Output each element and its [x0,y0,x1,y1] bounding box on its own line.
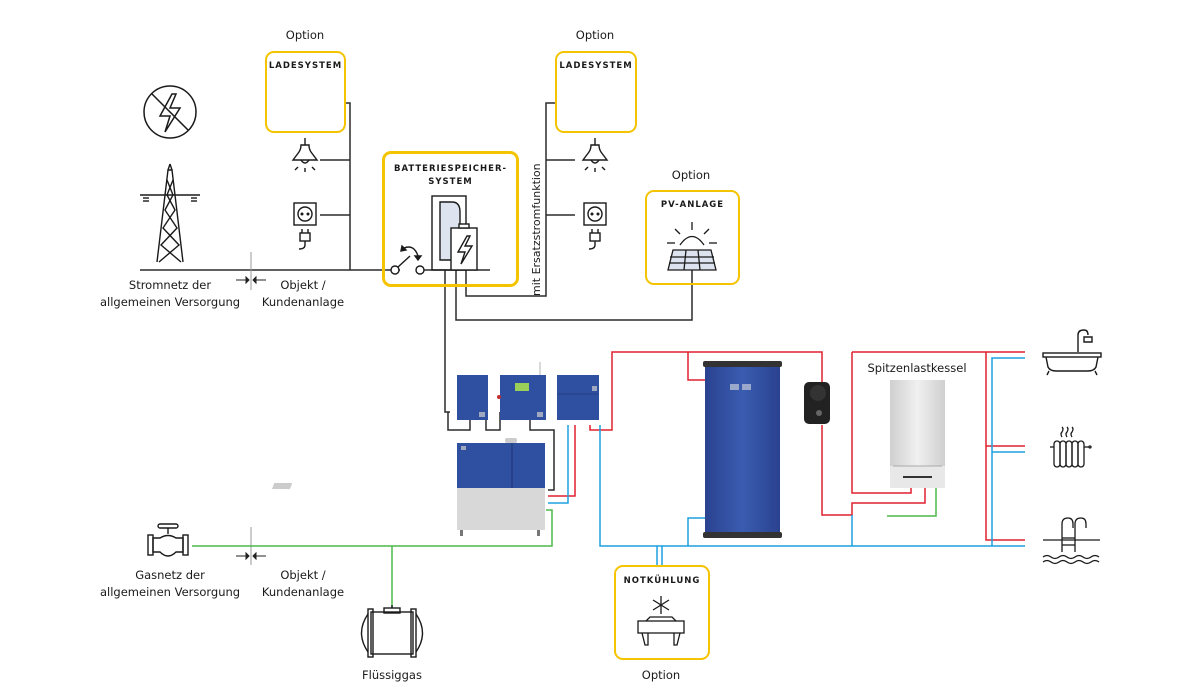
pv-title: PV-ANLAGE [660,200,725,210]
option-label: Option [575,28,615,42]
no-power-icon [143,85,197,139]
lpg-tank-icon [360,605,424,658]
swimming-pool-icon [1042,517,1100,565]
power-grid-label-line2: allgemeinen Versorgung [100,295,241,309]
gas-grid-label-line2: allgemeinen Versorgung [100,585,241,599]
buffer-tank [703,361,782,538]
lamp-icon [291,138,319,172]
option-label: Option [641,668,681,682]
power-grid-label-line1: Stromnetz der [128,278,212,292]
socket-icon [293,202,317,250]
pv-system-box[interactable]: PV-ANLAGE [645,190,740,285]
solar-panel-icon [667,222,717,271]
unit-link-1 [485,412,501,431]
object-label-line2: Kundenanlage [261,295,345,309]
object-label-line2: Kundenanlage [261,585,345,599]
backup-bus [465,102,556,297]
gas-valve-icon [147,523,189,557]
lamp-icon [581,138,609,172]
peak-load-boiler [890,380,945,488]
controller-unit-3 [557,375,599,420]
power-grid-label: Stromnetz der allgemeinen Versorgung [100,277,240,311]
unit-link-2 [529,412,555,491]
battery-title-line2: SYSTEM [428,177,473,187]
cold-water-lines [548,357,1025,566]
boundary-arrows [236,275,266,561]
peak-boiler-label: Spitzenlastkessel [867,361,967,375]
cooling-title: NOTKÜHLUNG [623,576,701,586]
ladesystem-left-box[interactable]: LADESYSTEM [265,51,346,133]
gas-grid-label-line1: Gasnetz der [135,568,205,582]
chp-unit [272,438,545,536]
lpg-label: Flüssiggas [362,668,422,682]
transfer-switch-icon [390,244,425,275]
object-label-gas: Objekt / Kundenanlage [258,567,348,601]
hot-water-lines [548,351,1025,541]
gas-grid-label: Gasnetz der allgemeinen Versorgung [100,567,240,601]
emergency-cooling-box[interactable]: NOTKÜHLUNG [614,565,710,660]
battery-storage-icon [431,195,478,271]
object-label-power: Objekt / Kundenanlage [258,277,348,311]
ladesystem-left-title: LADESYSTEM [268,61,343,71]
radiator-icon [1050,426,1092,468]
socket-icon [583,202,607,250]
battery-to-units [444,270,471,431]
pv-line [455,270,693,321]
option-label: Option [285,28,325,42]
gas-lines [192,487,937,608]
object-label-line1: Objekt / [280,278,326,292]
ladesystem-right-box[interactable]: LADESYSTEM [555,51,637,133]
bathtub-icon [1042,329,1102,376]
power-pylon-icon [140,163,200,263]
battery-storage-box[interactable]: BATTERIESPEICHER- SYSTEM [382,151,519,287]
backup-power-label: mit Ersatzstromfunktion [530,163,543,296]
object-label-line1: Objekt / [280,568,326,582]
circulation-pump [804,382,830,424]
cooling-unit-icon [637,596,685,646]
ladesystem-right-title: LADESYSTEM [559,61,633,71]
controller-unit-2-display [497,362,546,420]
controller-unit-1 [457,375,488,420]
battery-title-line1: BATTERIESPEICHER- [393,164,508,174]
option-label: Option [671,168,711,182]
